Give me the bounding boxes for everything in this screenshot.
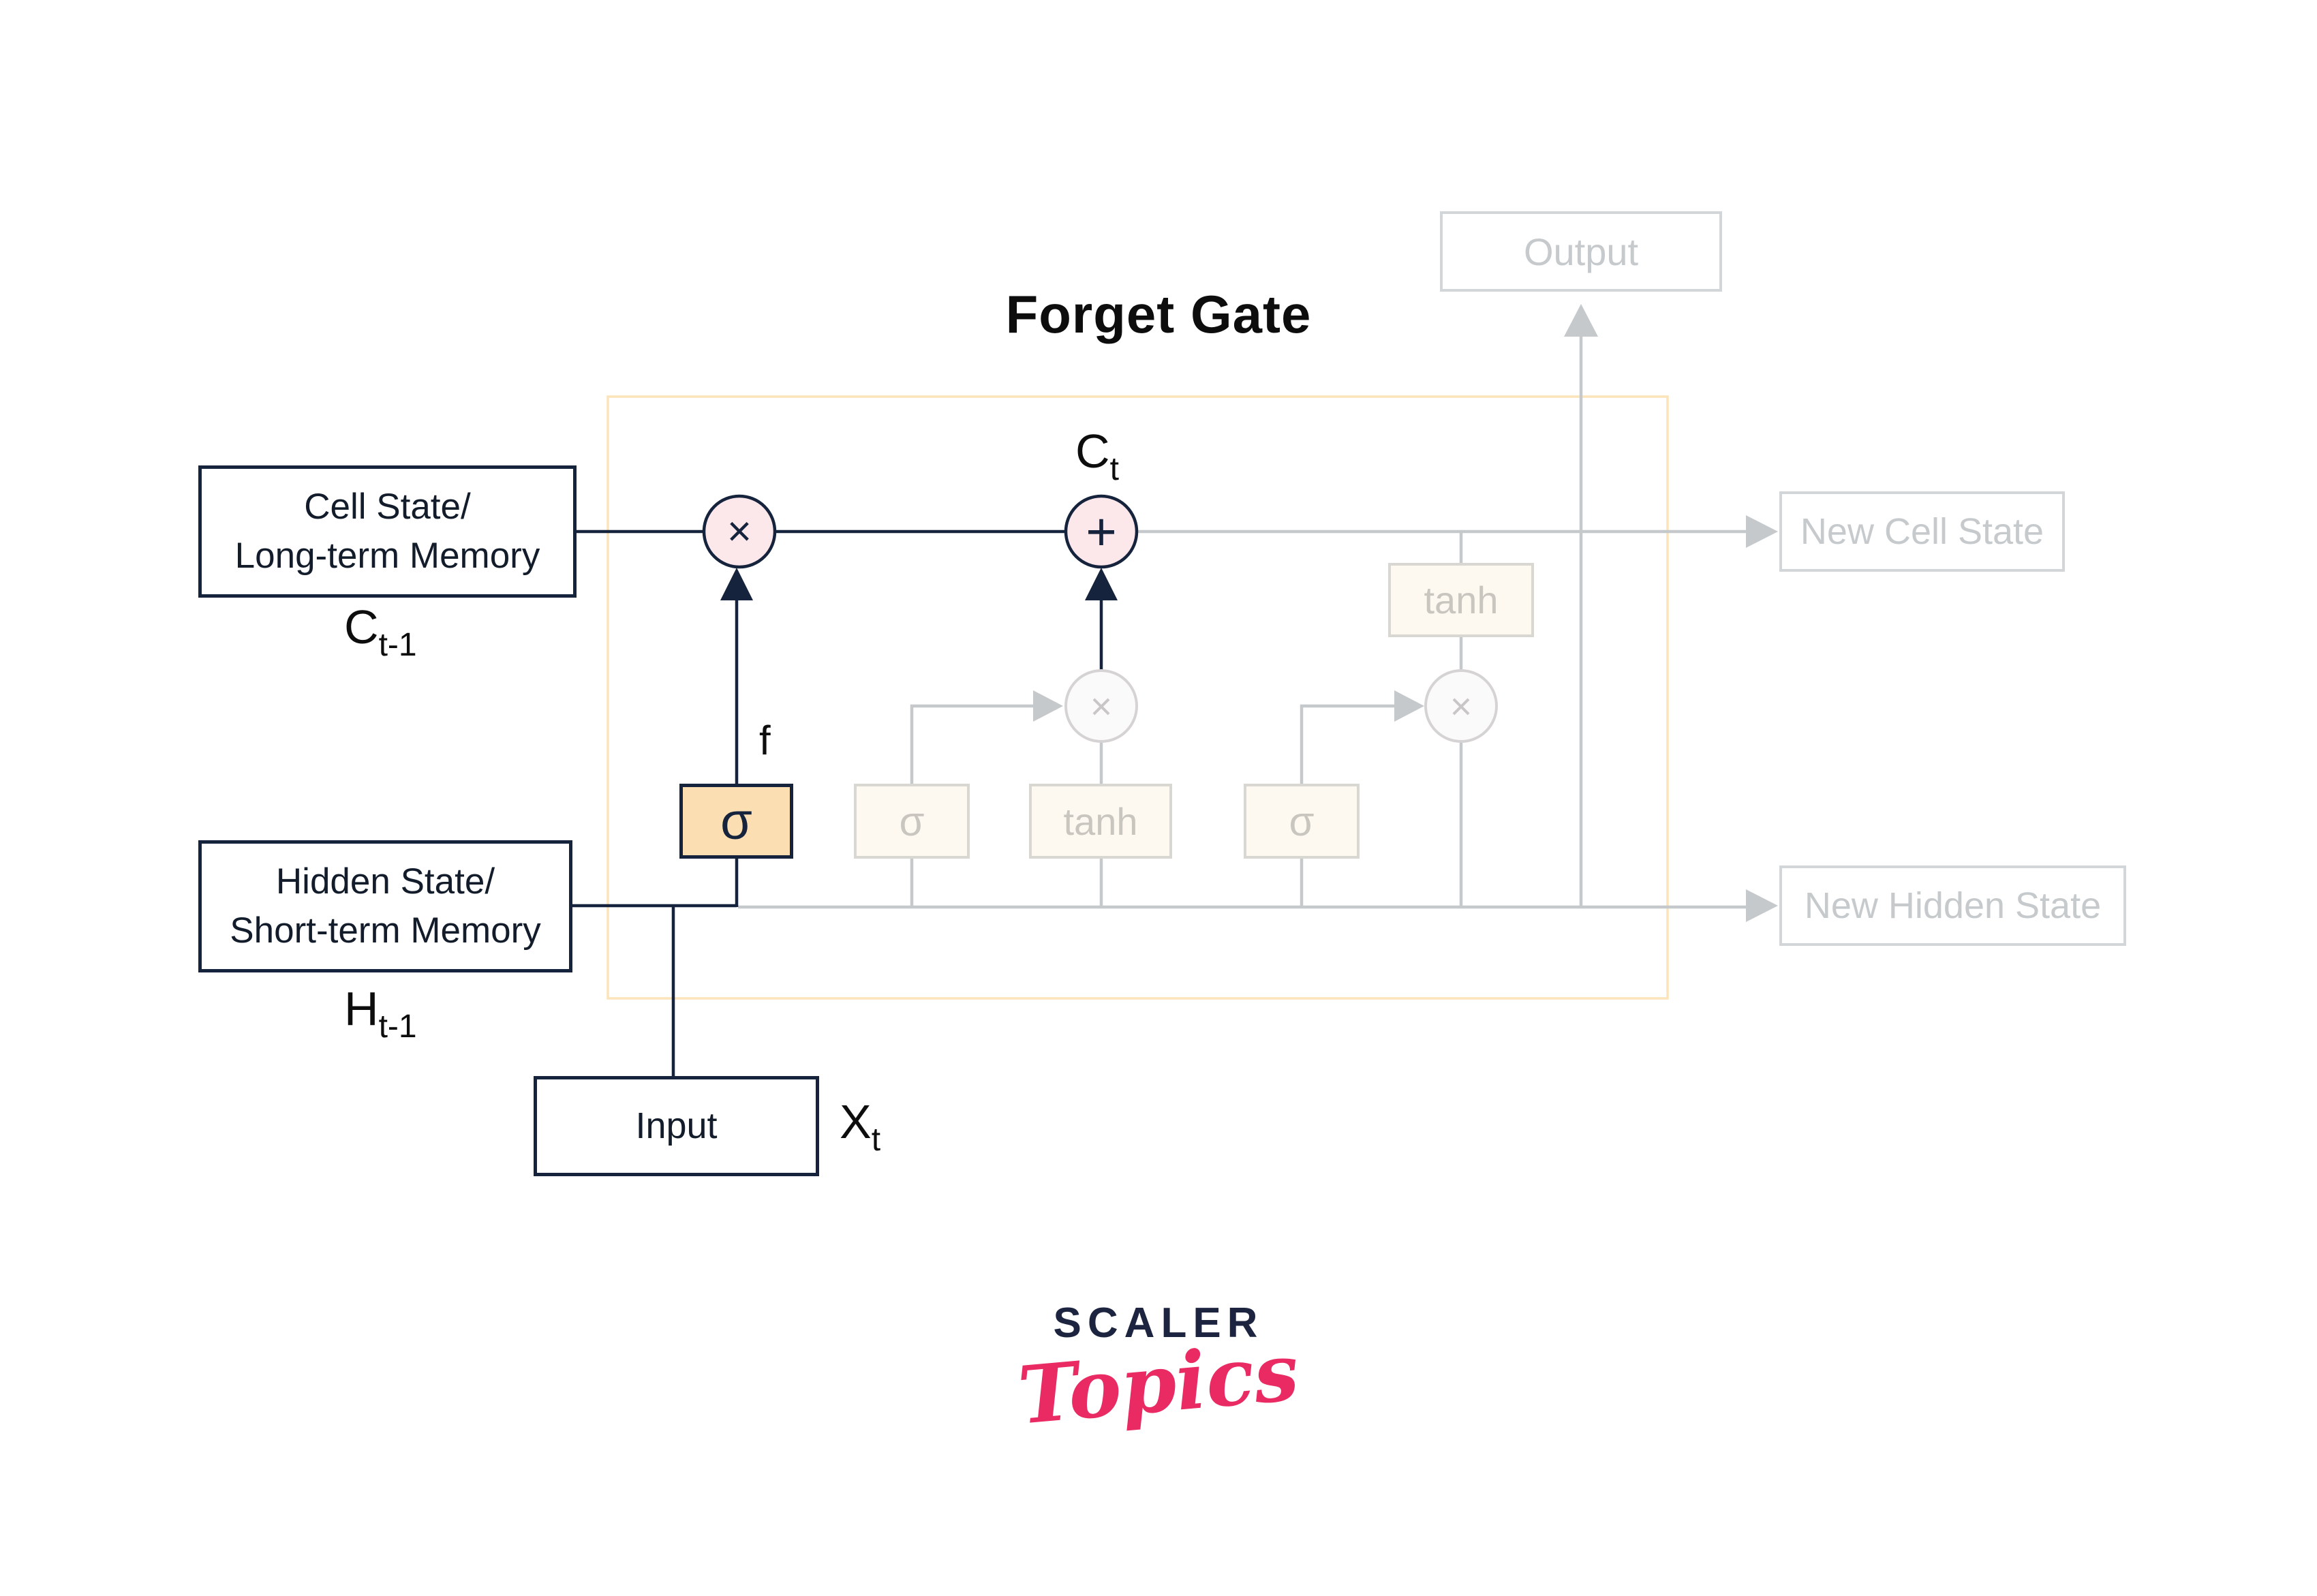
cell-state-line1: Cell State/ [304,487,471,527]
cell-state-symbol: Ct-1 [344,600,417,664]
hidden-state-box-text: Hidden State/ Short-term Memory [230,857,540,955]
cell-state-symbol-sub: t-1 [378,627,417,663]
candidate-tanh-box: tanh [1029,784,1172,859]
new-hidden-state-arrowhead [1746,889,1778,922]
active-arrowheads [720,568,1118,600]
candidate-multiply-icon: × [1090,685,1113,728]
new-cell-state-arrowhead [1746,515,1778,548]
input-symbol-base: X [840,1095,872,1148]
cell-output-tanh-label: tanh [1424,579,1499,621]
forget-multiply-icon: × [727,508,752,555]
hidden-state-symbol-sub: t-1 [378,1009,417,1045]
cell-state-symbol-base: C [344,600,379,654]
candidate-multiply-node [1064,669,1138,743]
input-gate-arrowhead [1033,690,1063,722]
add-arrowhead [1085,568,1118,600]
new-cell-symbol-sub: t [1109,451,1119,487]
input-gate-sigma-label: σ [899,798,925,844]
diagram-title: Forget Gate [1005,284,1312,344]
new-cell-symbol: Ct [1075,424,1119,488]
input-symbol: Xt [840,1094,880,1158]
cell-add-icon: + [1086,502,1117,562]
output-gate-elbow [1300,704,1398,784]
hidden-state-box: Hidden State/ Short-term Memory [198,840,572,972]
cell-output-tanh-box: tanh [1388,563,1534,637]
input-box: Input [534,1076,819,1176]
multiply-arrowhead [720,568,753,600]
output-gate-sigma-box: σ [1244,784,1360,859]
input-gate-sigma-box: σ [854,784,970,859]
hidden-state-line1: Hidden State/ [275,861,495,902]
cell-state-box-text: Cell State/ Long-term Memory [235,482,540,580]
lstm-cell-frame [607,395,1669,1000]
new-cell-symbol-base: C [1075,425,1110,478]
candidate-tanh-label: tanh [1063,799,1138,843]
cell-state-box: Cell State/ Long-term Memory [198,465,577,598]
operator-nodes: × + × × [702,494,1498,743]
active-wires [572,530,1103,1076]
new-cell-state-box: New Cell State [1779,491,2065,572]
output-multiply-icon: × [1450,685,1473,728]
new-hidden-state-label: New Hidden State [1804,885,2102,926]
forget-gate-sigma-label: σ [720,792,752,850]
input-symbol-sub: t [871,1122,881,1158]
output-gate-arrowhead [1394,690,1424,722]
input-box-label: Input [635,1105,718,1147]
output-box-arrowhead [1564,304,1598,337]
new-hidden-state-box: New Hidden State [1779,865,2126,946]
scaler-topics-logo: SCALER Topics [988,1299,1329,1443]
cell-add-node [1064,494,1139,569]
hidden-state-symbol: Ht-1 [344,981,417,1045]
inactive-arrowheads [1033,304,1778,922]
new-cell-state-label: New Cell State [1800,511,2044,552]
inactive-wires [738,337,1749,909]
hidden-state-line2: Short-term Memory [230,910,541,951]
cell-state-line2: Long-term Memory [234,536,540,576]
output-box: Output [1440,211,1722,292]
output-multiply-node [1424,669,1498,743]
logo-scaler-text: SCALER [1053,1300,1264,1347]
hidden-state-symbol-base: H [344,982,379,1035]
output-box-label: Output [1523,230,1639,273]
input-gate-elbow [910,704,1037,784]
forget-multiply-node [702,494,777,569]
forget-gate-sigma-box: σ [679,784,793,859]
forget-gate-tag: f [759,718,771,763]
output-gate-sigma-label: σ [1289,798,1315,844]
